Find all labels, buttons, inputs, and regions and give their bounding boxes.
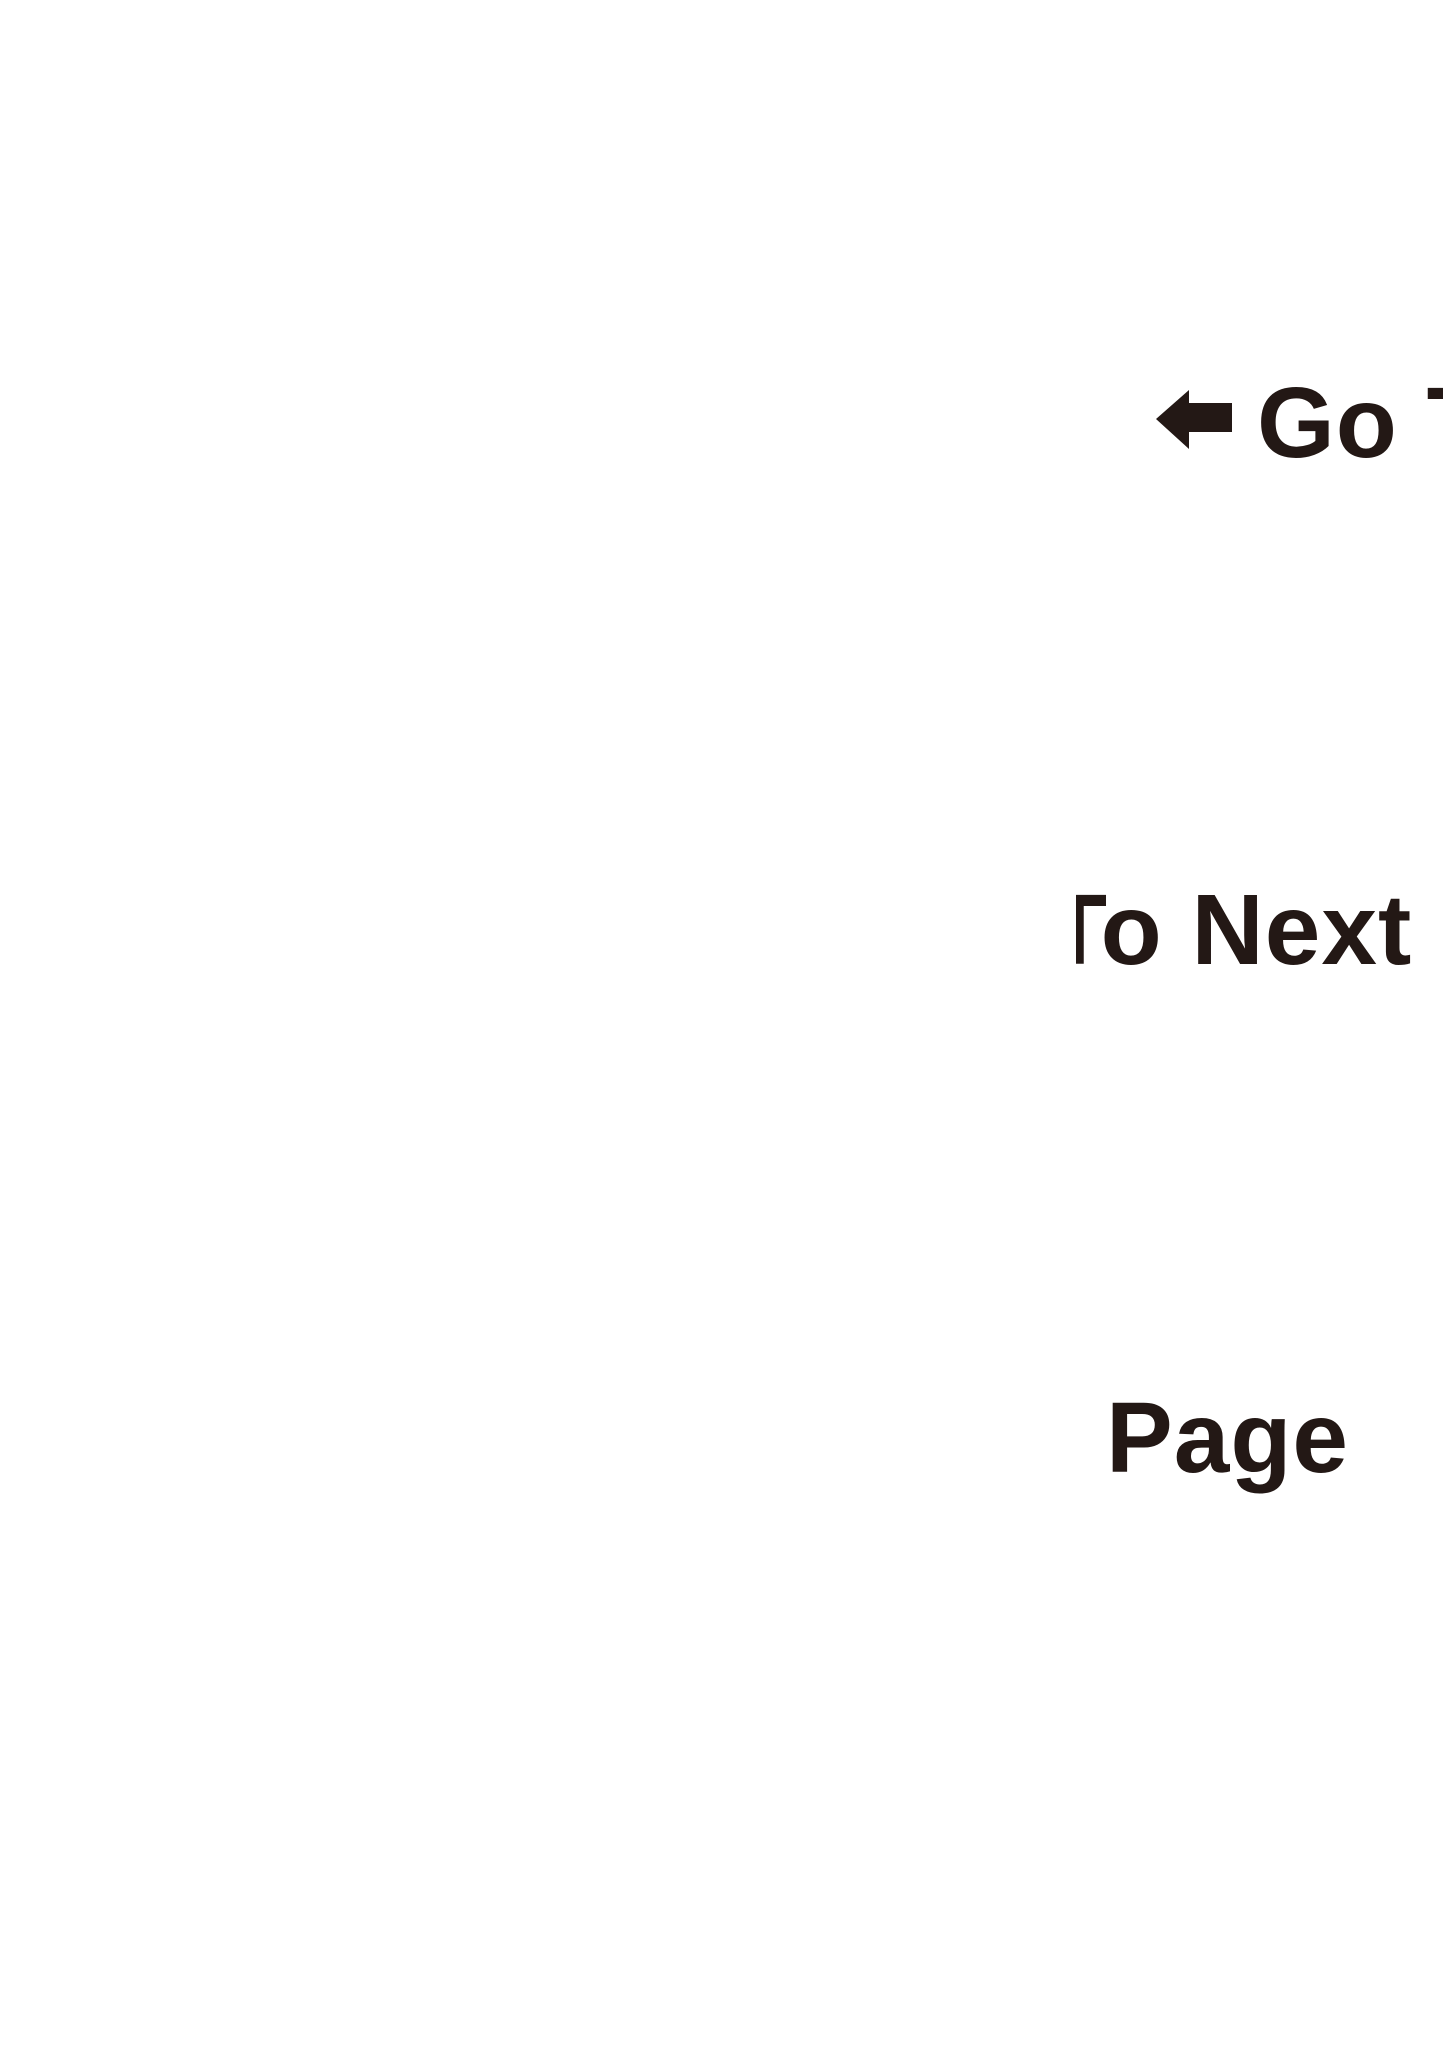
nav-text-line-1[interactable]: Go T [1257,367,1443,479]
nav-text-line-2[interactable]: To Next [1076,874,1413,986]
go-to-next-page-link[interactable]: Go T To Next Page [1076,0,1443,2048]
nav-text-line-3[interactable]: Page [1106,1382,1350,1494]
arrow-left-icon[interactable] [1156,390,1232,449]
